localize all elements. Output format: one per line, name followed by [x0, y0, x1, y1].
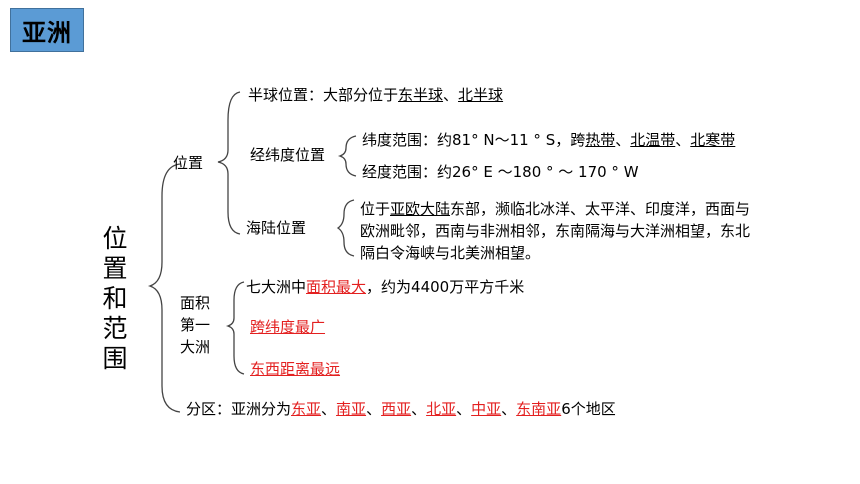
area-item-latitude: 跨纬度最广: [250, 318, 326, 336]
regions-text: 分区：亚洲分为东亚、南亚、西亚、北亚、中亚、东南亚6个地区: [186, 400, 616, 418]
area-brace: [225, 281, 245, 375]
location-label: 位置: [173, 154, 204, 172]
page-title: 亚洲: [22, 18, 72, 47]
sealand-brace: [336, 199, 355, 257]
area-label: 面积 第一 大洲: [180, 294, 211, 356]
location-brace: [217, 91, 241, 235]
sealand-label: 海陆位置: [246, 219, 307, 237]
latlon-label: 经纬度位置: [250, 146, 326, 164]
latitude-text: 纬度范围：约81° N～11 ° S，跨热带、北温带、北寒带: [362, 131, 736, 149]
sealand-text: 位于亚欧大陆东部，濒临北冰洋、太平洋、印度洋，西面与 欧洲毗邻，西南与非洲相邻，…: [360, 200, 751, 262]
hemisphere-text: 半球位置：大部分位于东半球、北半球: [248, 86, 504, 104]
root-brace: [147, 163, 181, 413]
area-item-eastwest: 东西距离最远: [250, 360, 341, 378]
area-item-largest: 七大洲中面积最大，约为4400万平方千米: [246, 278, 525, 296]
latlon-brace: [337, 135, 357, 177]
longitude-text: 经度范围：约26° E ～180 ° ～ 170 ° W: [362, 163, 639, 181]
title-box: 亚洲: [10, 8, 84, 52]
root-label: 位 置 和 范 围: [102, 224, 128, 373]
